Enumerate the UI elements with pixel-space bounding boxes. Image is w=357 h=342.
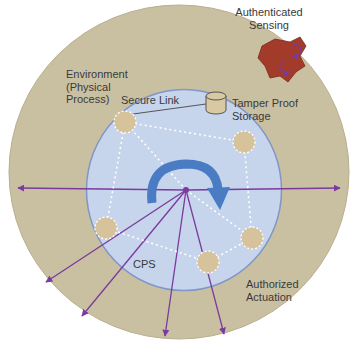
cylinder-top — [206, 92, 226, 100]
component-circle — [241, 227, 263, 249]
sensing-arrows — [279, 44, 301, 72]
component-circle — [233, 131, 255, 153]
node-outline — [8, 4, 350, 340]
component-circle — [197, 251, 219, 273]
hub-dot — [183, 187, 189, 193]
actuation-label: Authorized Actuation — [246, 278, 320, 303]
link-label: Secure Link — [121, 94, 191, 107]
storage-label: Tamper Proof Storage — [232, 97, 304, 122]
storage-cylinder — [206, 92, 226, 114]
loop-arrow — [292, 44, 301, 56]
environment-circle: Environment (Physical Process)CPS — [8, 4, 350, 340]
sensing-label: Authenticated Sensing — [226, 6, 312, 31]
component-circle — [114, 111, 136, 133]
outline-ellipse — [9, 5, 349, 339]
component-circle — [95, 217, 117, 239]
loop-arrow — [279, 62, 290, 72]
node-text: CPS — [133, 258, 173, 271]
